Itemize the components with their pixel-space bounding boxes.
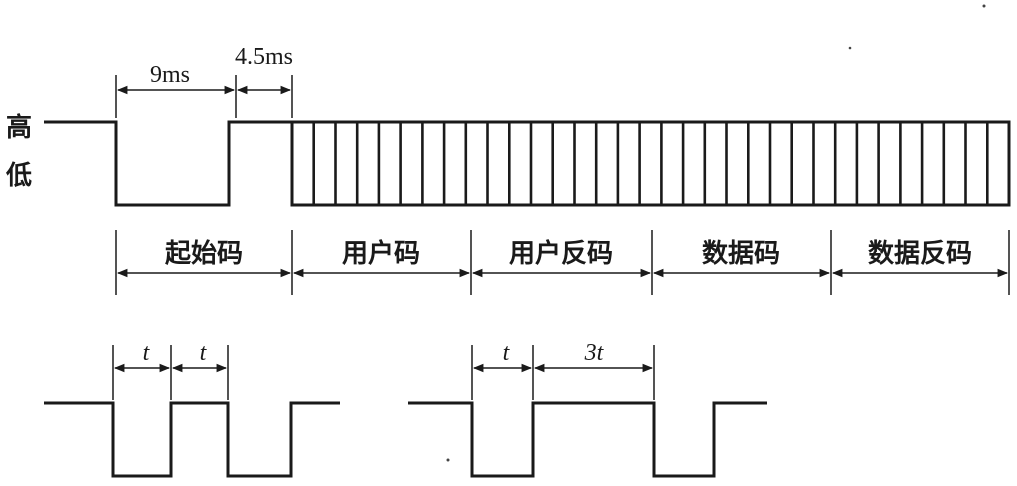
segment-dimension: 起始码 用户码 用户反码 数据码 数据反码 (115, 230, 1010, 295)
bit-one-waveform (408, 401, 767, 478)
bit-zero-high-duration: t (200, 340, 208, 366)
bit-zero-waveform-group: t t (44, 340, 340, 478)
bit-one-waveform-group: t 3t (408, 340, 767, 478)
scan-speck (446, 458, 450, 462)
segment-label-user-code: 用户码 (342, 238, 420, 269)
bit-zero-low-duration: t (143, 340, 151, 366)
scan-speck (982, 4, 986, 8)
start-low-duration: 9ms (150, 62, 190, 88)
main-waveform (44, 120, 1011, 207)
level-low-label: 低 (5, 161, 32, 191)
start-code-dimension: 9ms 4.5ms (115, 44, 293, 118)
segment-label-data-code: 数据码 (702, 239, 780, 269)
bit-zero-waveform (44, 401, 340, 478)
segment-label-user-inverse-code: 用户反码 (509, 238, 613, 269)
start-high-duration: 4.5ms (235, 44, 293, 70)
level-high-label: 高 (6, 112, 32, 143)
segment-label-start-code: 起始码 (165, 239, 243, 269)
scan-speck (848, 46, 852, 50)
segment-label-data-inverse-code: 数据反码 (868, 239, 972, 269)
pulse-train (312, 122, 989, 205)
bit-one-high-duration: 3t (584, 340, 605, 366)
bit-one-low-duration: t (503, 340, 511, 366)
